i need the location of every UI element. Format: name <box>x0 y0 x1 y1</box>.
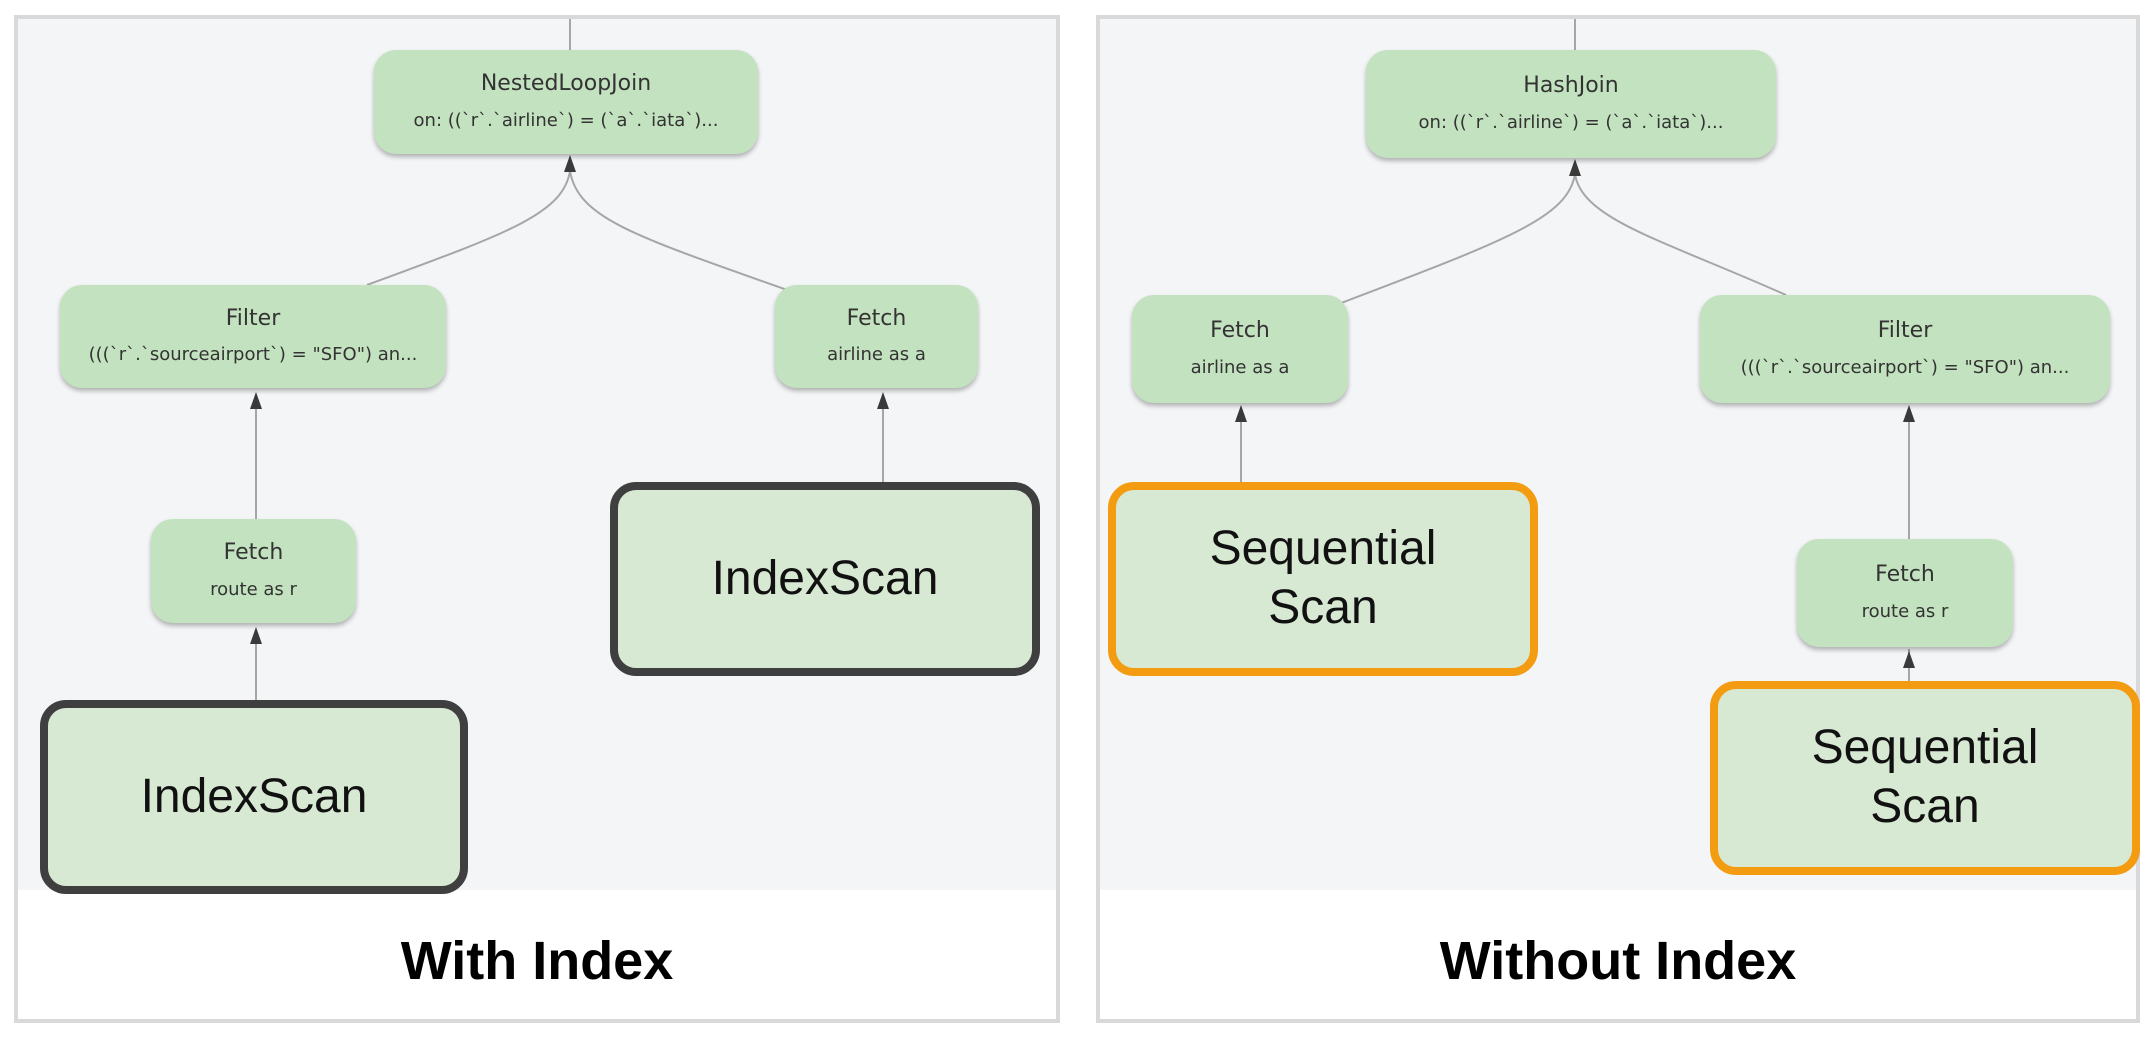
index-scan-right[interactable]: IndexScan <box>610 482 1040 676</box>
fetch-route-node[interactable]: Fetch route as r <box>151 519 356 623</box>
scan-label: IndexScan <box>711 551 939 605</box>
node-operator: Fetch <box>1210 318 1270 344</box>
panel-caption: Without Index <box>1439 931 1797 991</box>
arrowhead <box>1903 405 1915 422</box>
node-operator: Fetch <box>223 540 284 566</box>
node-operator: Fetch <box>846 305 907 331</box>
without-index-panel: HashJoin on: ((`r`.`airline`) = (`a`.`ia… <box>1096 15 2140 1023</box>
arrowhead <box>250 627 262 644</box>
scan-label: IndexScan <box>140 769 368 823</box>
sequential-scan-right[interactable]: Sequential Scan <box>1710 681 2140 875</box>
filter-node[interactable]: Filter (((`r`.`sourceairport`) = "SFO") … <box>60 285 446 388</box>
arrowhead <box>250 392 262 409</box>
node-detail: (((`r`.`sourceairport`) = "SFO") an... <box>88 344 418 366</box>
filter-node[interactable]: Filter (((`r`.`sourceairport`) = "SFO") … <box>1700 295 2110 403</box>
node-operator: HashJoin <box>1523 73 1619 99</box>
node-operator: NestedLoopJoin <box>480 71 652 97</box>
edge-filter-to-join <box>366 170 571 286</box>
node-detail: on: ((`r`.`airline`) = (`a`.`iata`)... <box>413 109 719 131</box>
fetch-route-node[interactable]: Fetch route as r <box>1797 539 2013 647</box>
node-operator: Filter <box>1877 318 1933 344</box>
arrowhead <box>1235 405 1247 422</box>
scan-label-line2: Scan <box>1870 780 1980 833</box>
node-detail: airline as a <box>827 344 926 366</box>
arrowhead <box>877 392 889 409</box>
edge-filter-to-join <box>1574 173 1787 296</box>
fetch-airline-node[interactable]: Fetch airline as a <box>1132 295 1348 403</box>
hash-join-node[interactable]: HashJoin on: ((`r`.`airline`) = (`a`.`ia… <box>1366 50 1776 158</box>
node-detail: on: ((`r`.`airline`) = (`a`.`iata`)... <box>1418 111 1724 133</box>
with-index-panel: NestedLoopJoin on: ((`r`.`airline`) = (`… <box>14 15 1060 1023</box>
panel-caption: With Index <box>400 931 674 991</box>
arrowhead <box>1903 651 1915 668</box>
arrowhead <box>1569 159 1581 176</box>
edge-fetch-airline-to-join <box>569 170 791 292</box>
index-scan-left[interactable]: IndexScan <box>40 700 468 894</box>
plan-edges <box>250 19 889 700</box>
scan-label-line1: Sequential <box>1209 522 1437 576</box>
plan-edges <box>1235 19 1915 681</box>
edge-fetch-airline-to-join <box>1335 173 1576 306</box>
nested-loop-join-node[interactable]: NestedLoopJoin on: ((`r`.`airline`) = (`… <box>374 50 758 154</box>
node-operator: Filter <box>225 305 281 331</box>
sequential-scan-left[interactable]: Sequential Scan <box>1108 482 1538 676</box>
arrowhead <box>564 155 576 172</box>
scan-label-line1: Sequential <box>1811 721 2039 775</box>
scan-label-line2: Scan <box>1268 581 1378 634</box>
node-detail: route as r <box>1861 600 1949 622</box>
node-operator: Fetch <box>1875 562 1935 588</box>
node-detail: route as r <box>210 578 297 600</box>
node-detail: airline as a <box>1190 356 1290 378</box>
node-detail: (((`r`.`sourceairport`) = "SFO") an... <box>1740 356 2070 378</box>
fetch-airline-node[interactable]: Fetch airline as a <box>775 285 978 388</box>
